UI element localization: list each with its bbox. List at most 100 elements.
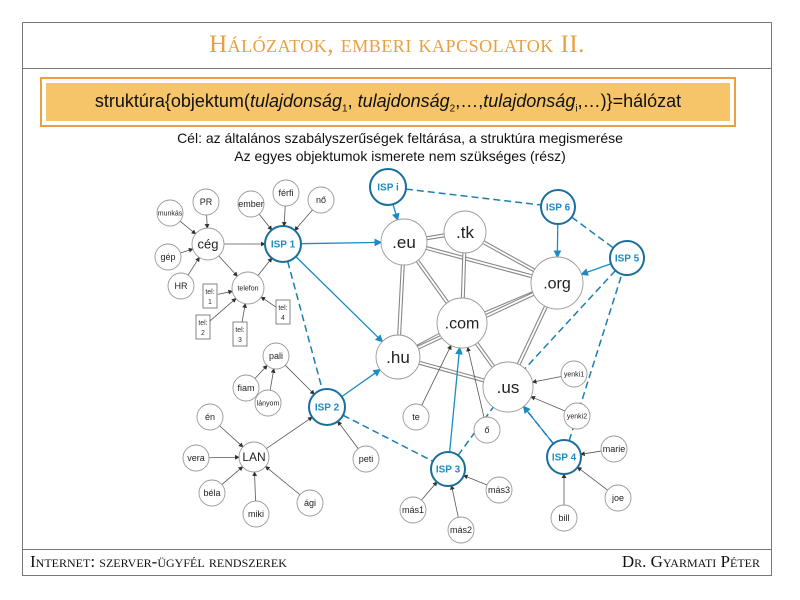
- slide-title: Hálózatok, emberi kapcsolatok II.: [22, 22, 772, 69]
- link-mas1-isp3: [421, 481, 438, 501]
- formula-suffix: ,…)}=hálózat: [577, 91, 682, 111]
- node-circle: [402, 403, 430, 431]
- isp-peering-ispi-isp6: [405, 188, 542, 206]
- slide-frame: [22, 22, 772, 576]
- node-isp5: ISP 5: [609, 240, 645, 276]
- node-label: bill: [558, 513, 569, 523]
- node-miki: miki: [242, 500, 270, 528]
- node-label: .hu: [386, 348, 410, 367]
- node-circle: [375, 334, 421, 380]
- link-pali-isp2: [284, 364, 315, 395]
- node-lan: LAN: [238, 441, 270, 473]
- node-label: béla: [203, 488, 220, 498]
- link-tel1-telefon: [217, 289, 234, 295]
- isp-peering-isp5-us: [524, 269, 617, 370]
- node-bela: béla: [198, 479, 226, 507]
- link-hr-ceg: [187, 256, 200, 276]
- node-marie: marie: [600, 435, 628, 463]
- link-fiam-pali: [254, 364, 268, 379]
- node-tk: .tk: [443, 210, 487, 254]
- node-label: tel:: [235, 327, 244, 334]
- node-us: .us: [482, 361, 534, 413]
- link-telefon-isp1: [257, 257, 273, 276]
- node-label: miki: [248, 509, 264, 519]
- node-eu: .eu: [380, 218, 428, 266]
- backbone-link-inner: [398, 264, 404, 336]
- backbone-link-inner: [416, 260, 449, 304]
- link-bela-lan: [221, 466, 244, 485]
- node-label: ISP 3: [436, 465, 461, 476]
- node-label: HR: [175, 281, 188, 291]
- goal-line-2: Az egyes objektumok ismerete nem szükség…: [234, 148, 566, 164]
- phone-box: [232, 321, 248, 347]
- node-circle: [196, 403, 224, 431]
- node-mas3: más3: [485, 476, 513, 504]
- node-label: ő: [484, 425, 489, 435]
- node-label: tel:: [205, 289, 214, 296]
- link-yenki1-us: [531, 376, 562, 384]
- node-label: tel:: [198, 320, 207, 327]
- node-circle: [272, 179, 300, 207]
- node-circle: [182, 444, 210, 472]
- node-circle: [550, 504, 578, 532]
- link-peti-isp2: [337, 420, 359, 449]
- node-o: ő: [473, 416, 501, 444]
- node-label: ISP 5: [615, 254, 640, 265]
- node-label: marie: [603, 444, 626, 454]
- node-en: én: [196, 403, 224, 431]
- link-miki-lan: [252, 471, 258, 502]
- node-isp1: ISP 1: [264, 225, 302, 263]
- node-circle: [482, 361, 534, 413]
- isp-link-isp1-eu: [300, 238, 383, 247]
- node-circle: [307, 186, 335, 214]
- node-label: telefon: [237, 285, 258, 292]
- node-label: pali: [269, 351, 283, 361]
- link-agi-lan: [264, 466, 301, 496]
- backbone-link-inner: [426, 234, 445, 240]
- isp-link-ispi-eu: [392, 204, 400, 222]
- node-label: joe: [611, 493, 624, 503]
- node-label: .eu: [392, 233, 416, 252]
- node-circle: [352, 445, 380, 473]
- node-ember: ember: [237, 190, 265, 218]
- node-label: LAN: [242, 450, 265, 464]
- isp-link-isp1-hu: [295, 256, 384, 343]
- sub-2: 2: [449, 103, 456, 115]
- node-label: 1: [208, 299, 212, 306]
- link-ceg-telefon: [218, 255, 238, 277]
- node-label: 4: [281, 315, 285, 322]
- formula: struktúra{objektum(tulajdonság1, tulajdo…: [46, 83, 730, 121]
- node-tel4: tel:4: [275, 299, 291, 325]
- node-label: más2: [450, 525, 472, 535]
- node-circle: [231, 271, 265, 305]
- node-label: .us: [497, 378, 520, 397]
- node-label: PR: [200, 197, 213, 207]
- phone-box: [202, 283, 218, 309]
- node-com: .com: [436, 297, 488, 349]
- node-mas2: más2: [447, 516, 475, 544]
- isp-peering-isp1-isp2: [286, 261, 324, 390]
- sep-1: ,: [347, 91, 358, 111]
- node-isp4: ISP 4: [546, 439, 582, 475]
- node-isp3: ISP 3: [430, 451, 466, 487]
- node-mas1: más1: [399, 496, 427, 524]
- isp-peering-isp3-us: [457, 406, 494, 456]
- node-circle: [560, 360, 588, 388]
- node-label: férfi: [278, 188, 293, 198]
- formula-prefix: struktúra{objektum(: [94, 91, 250, 111]
- backbone-link-inner: [461, 252, 466, 299]
- sub-1: 1: [342, 103, 348, 115]
- node-pr: PR: [192, 188, 220, 216]
- goal-line-1: Cél: az általános szabályszerűségek felt…: [177, 130, 623, 146]
- isp-peering-isp4-us: [523, 406, 554, 445]
- node-te: te: [402, 403, 430, 431]
- node-label: más3: [488, 485, 510, 495]
- node-circle: [254, 389, 282, 417]
- link-tel4-telefon: [260, 296, 277, 308]
- node-circle: [563, 402, 591, 430]
- formula-term: tulajdonság: [357, 91, 450, 111]
- node-circle: [242, 500, 270, 528]
- link-ferfi-isp1: [281, 205, 287, 227]
- node-hu: .hu: [375, 334, 421, 380]
- node-agi: ági: [296, 489, 324, 517]
